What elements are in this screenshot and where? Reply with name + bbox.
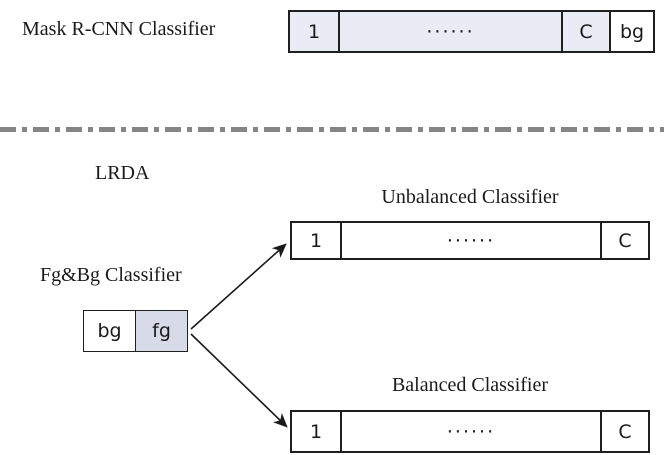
class-cell-bg: bg (609, 12, 653, 51)
section-divider (0, 127, 664, 132)
class-cell-1: 1 (292, 223, 340, 258)
lrda-label: LRDA (95, 162, 150, 184)
class-cell-c: C (600, 412, 648, 451)
class-cell-bg: bg (84, 311, 135, 351)
class-cell-ellipsis: ······ (338, 12, 561, 51)
class-cell-fg: fg (135, 311, 187, 351)
mask-rcnn-classifier-bar: 1 ······ C bg (288, 10, 655, 53)
unbalanced-classifier-bar: 1 ······ C (290, 221, 650, 260)
class-cell-1: 1 (292, 412, 340, 451)
class-cell-1: 1 (290, 12, 338, 51)
class-cell-ellipsis: ······ (340, 223, 600, 258)
fgbg-classifier-label: Fg&Bg Classifier (40, 264, 182, 286)
arrow-to-unbalanced-classifier (190, 243, 287, 330)
mask-rcnn-classifier-label: Mask R-CNN Classifier (22, 18, 216, 40)
fgbg-classifier-bar: bg fg (83, 310, 188, 352)
class-cell-c: C (561, 12, 609, 51)
balanced-classifier-title: Balanced Classifier (391, 374, 549, 396)
arrow-to-balanced-classifier (190, 333, 288, 428)
balanced-classifier-bar: 1 ······ C (290, 410, 650, 453)
class-cell-ellipsis: ······ (340, 412, 600, 451)
unbalanced-classifier-title: Unbalanced Classifier (381, 186, 559, 208)
class-cell-c: C (600, 223, 648, 258)
